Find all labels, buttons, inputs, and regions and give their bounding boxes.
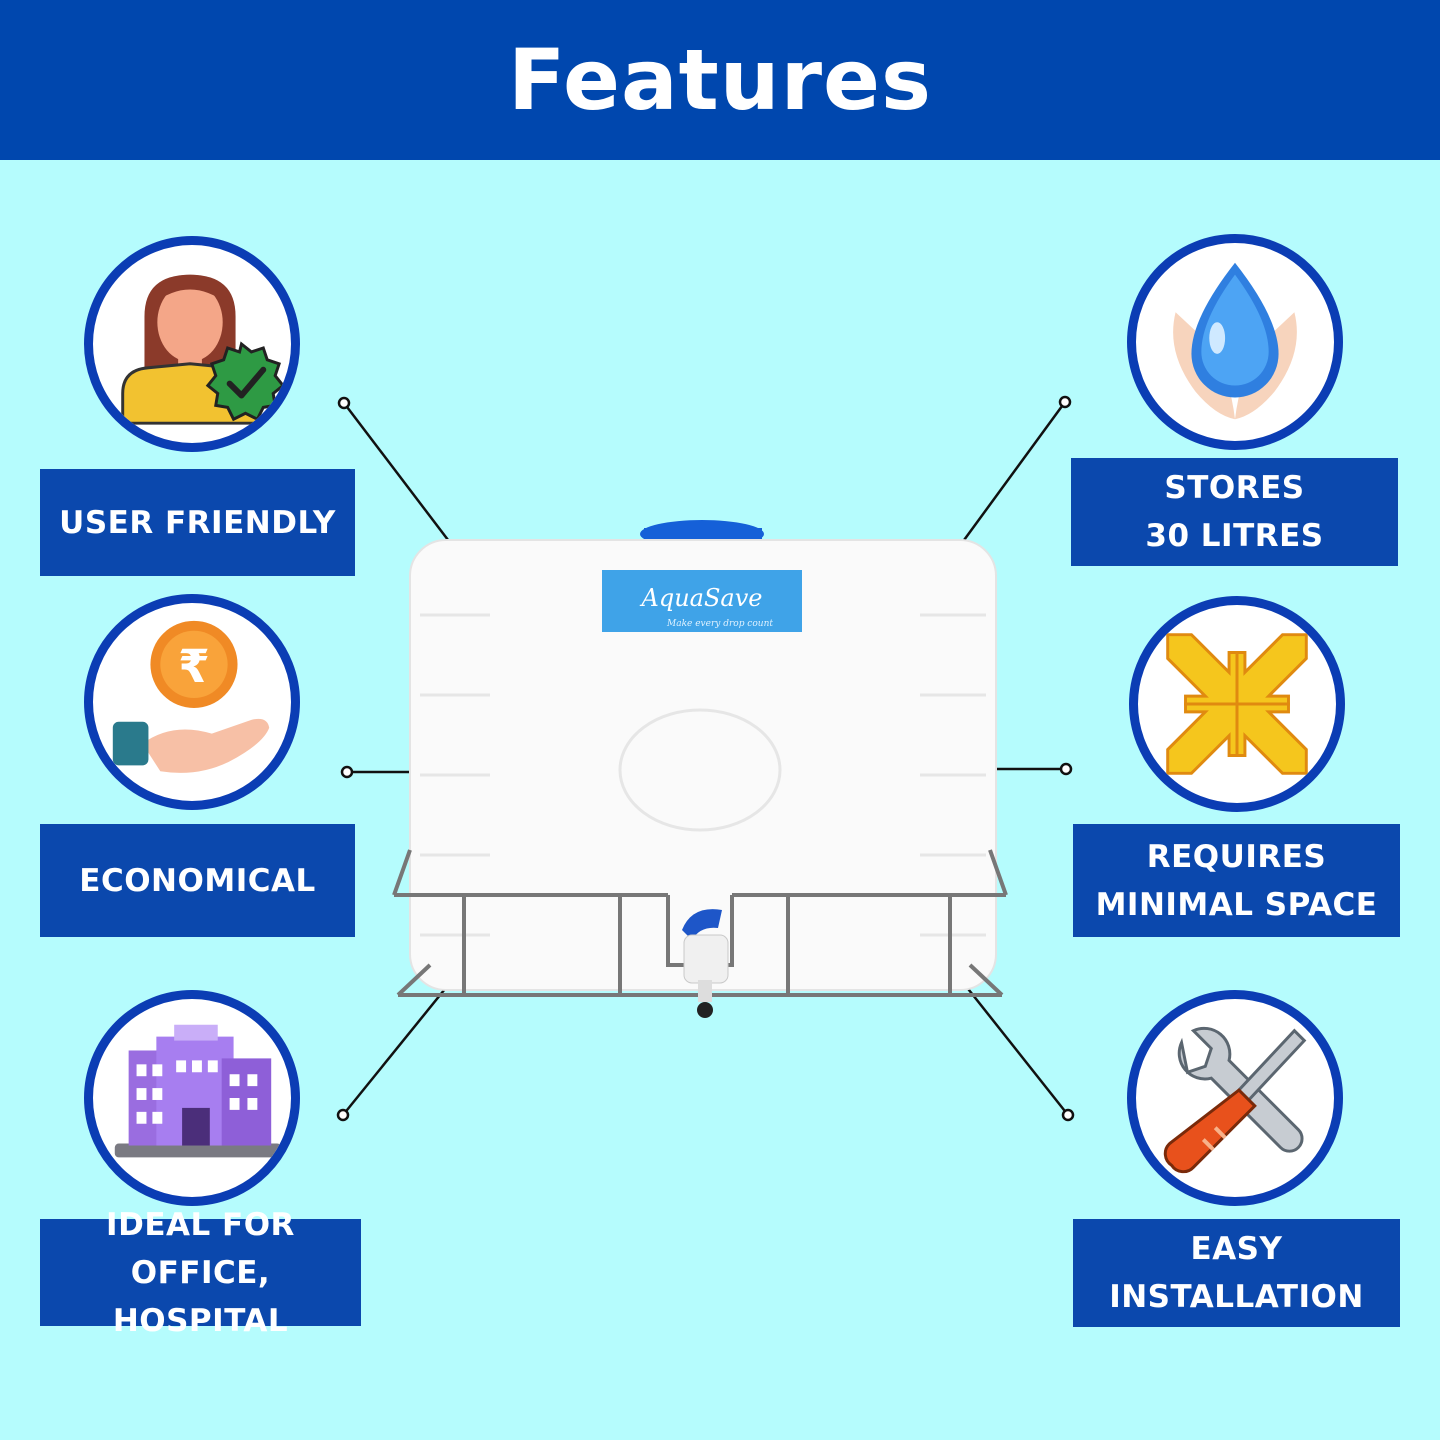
- feature-title: EASY: [1190, 1231, 1283, 1267]
- aquasave-logo: [602, 570, 802, 632]
- compress-arrows-icon: [1166, 633, 1308, 775]
- feature-title: ECONOMICAL: [79, 862, 316, 899]
- stores-litres-icon-circle: [1127, 234, 1343, 450]
- svg-text:₹: ₹: [178, 640, 210, 693]
- office-hospital-icon-circle: [84, 990, 300, 1206]
- feature-label-office-hospital: IDEAL FOR OFFICE, HOSPITAL: [40, 1207, 361, 1339]
- easy-installation-icon-circle: [1127, 990, 1343, 1206]
- feature-label-minimal-space: REQUIRES MINIMAL SPACE: [1073, 824, 1400, 937]
- user-friendly-icon-circle: [84, 236, 300, 452]
- tools-icon: [1163, 1026, 1307, 1174]
- logo-text: AquaSave: [640, 584, 763, 612]
- header-bar: Features: [0, 0, 1440, 160]
- feature-subtitle: 30 LITRES: [1145, 518, 1324, 554]
- minimal-space-icon-circle: [1129, 596, 1345, 812]
- water-tank-image: AquaSave Make every drop count: [392, 520, 1008, 1018]
- economical-icon-circle: ₹: [84, 594, 300, 810]
- feature-subtitle: MINIMAL SPACE: [1095, 886, 1378, 923]
- building-icon: [114, 1024, 282, 1158]
- feature-subtitle: OFFICE, HOSPITAL: [112, 1254, 289, 1339]
- rupee-coin-hand-icon: ₹: [112, 620, 270, 773]
- user-check-icon: [121, 274, 286, 425]
- feature-label-economical: ECONOMICAL: [40, 824, 355, 937]
- feature-subtitle: INSTALLATION: [1109, 1279, 1364, 1315]
- logo-tagline: Make every drop count: [666, 619, 773, 629]
- feature-label-user-friendly: USER FRIENDLY: [40, 469, 355, 576]
- feature-title: STORES: [1164, 470, 1305, 506]
- water-drop-hands-icon: [1173, 262, 1297, 420]
- page-title: Features: [508, 31, 932, 129]
- feature-title: REQUIRES: [1146, 838, 1327, 875]
- feature-label-easy-installation: EASY INSTALLATION: [1073, 1219, 1400, 1327]
- feature-title: USER FRIENDLY: [59, 504, 336, 541]
- feature-label-stores-litres: STORES 30 LITRES: [1071, 458, 1398, 566]
- feature-title: IDEAL FOR: [106, 1206, 295, 1243]
